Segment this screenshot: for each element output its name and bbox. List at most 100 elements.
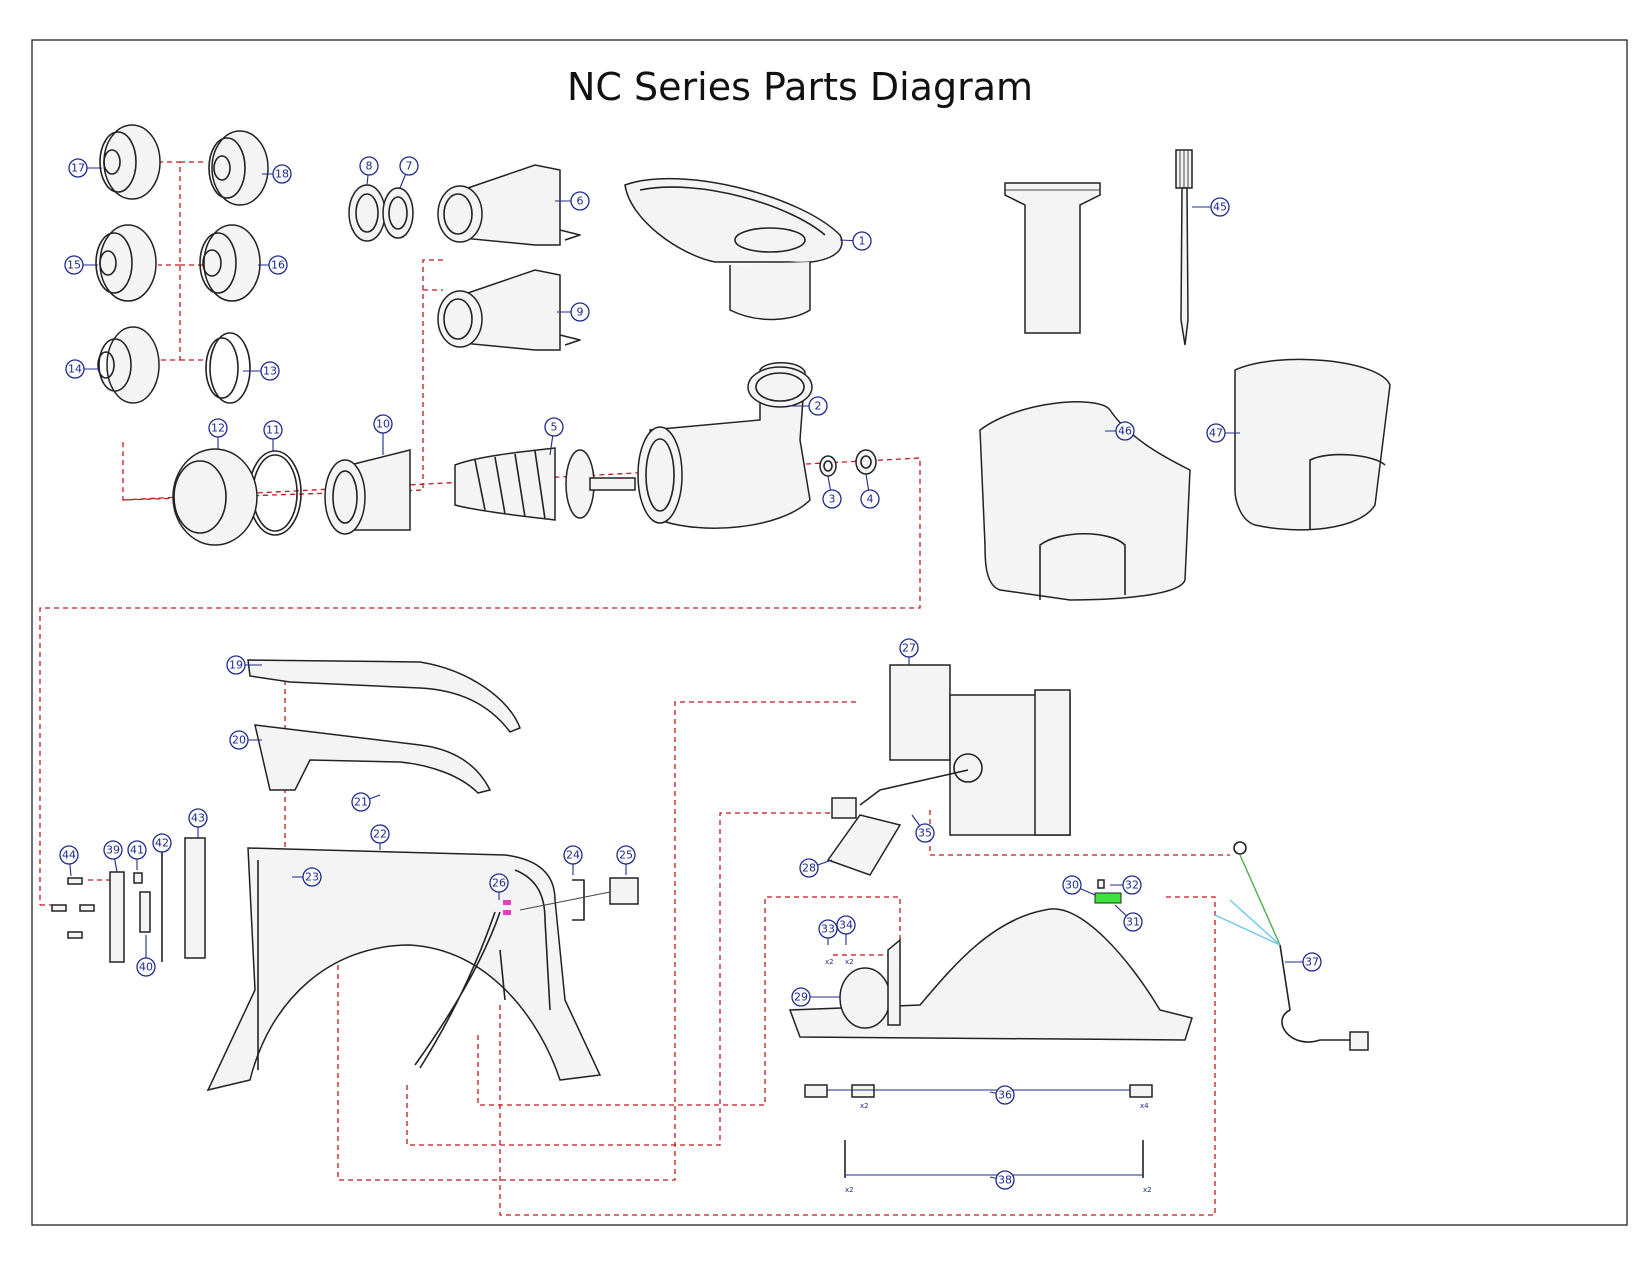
callout-circle-26	[489, 873, 509, 893]
callout-label-25: 25	[619, 849, 633, 862]
callout-3: 3	[822, 489, 842, 509]
callout-circle-12	[208, 418, 228, 438]
callout-label-17: 17	[71, 162, 85, 175]
page-title: NC Series Parts Diagram	[567, 65, 1033, 109]
callout-circle-8	[359, 156, 379, 176]
switch-parts	[519, 877, 639, 921]
qty-mark-screw-b: x2	[1143, 1186, 1152, 1194]
callout-circle-4	[860, 489, 880, 509]
callout-label-6: 6	[577, 195, 584, 208]
callout-label-26: 26	[492, 877, 506, 890]
callout-circle-33	[818, 919, 838, 939]
screen-caps	[95, 124, 269, 404]
motor	[859, 664, 1071, 836]
power-cord	[1214, 841, 1369, 1051]
callout-19: 19	[226, 655, 246, 675]
wire-harness	[414, 900, 511, 1069]
callout-label-20: 20	[232, 734, 246, 747]
cleaning-brush	[1175, 149, 1193, 346]
callout-22: 22	[370, 824, 390, 844]
callout-12: 12	[208, 418, 228, 438]
callout-circle-47	[1206, 423, 1226, 443]
callout-8: 8	[359, 156, 379, 176]
callout-circle-36	[995, 1085, 1015, 1105]
motor-base	[788, 879, 1193, 1041]
callout-label-44: 44	[62, 849, 76, 862]
callout-label-39: 39	[106, 844, 120, 857]
qty-mark-34: x2	[845, 958, 854, 966]
callout-6: 6	[570, 191, 590, 211]
callout-label-10: 10	[376, 418, 390, 431]
callout-label-19: 19	[229, 659, 243, 672]
callout-label-7: 7	[406, 160, 413, 173]
callout-circle-7	[399, 156, 419, 176]
callout-17: 17	[68, 158, 88, 178]
callout-label-12: 12	[211, 422, 225, 435]
callout-37: 37	[1302, 952, 1322, 972]
callout-circle-20	[229, 730, 249, 750]
callout-label-34: 34	[839, 919, 853, 932]
callout-circle-44	[59, 845, 79, 865]
callout-circle-34	[836, 915, 856, 935]
qty-mark-foot-b: x4	[1140, 1102, 1149, 1110]
callout-label-37: 37	[1305, 956, 1319, 969]
callout-circle-42	[152, 833, 172, 853]
callout-45: 45	[1210, 197, 1230, 217]
callout-circle-10	[373, 414, 393, 434]
callout-34: 34	[836, 915, 856, 935]
callout-label-30: 30	[1065, 879, 1079, 892]
callout-label-41: 41	[130, 844, 144, 857]
callout-circle-29	[791, 987, 811, 1007]
side-hardware	[51, 837, 206, 963]
callout-27: 27	[899, 638, 919, 658]
callout-11: 11	[263, 420, 283, 440]
callout-circle-16	[268, 255, 288, 275]
callout-47: 47	[1206, 423, 1226, 443]
callout-circle-23	[302, 867, 322, 887]
callout-4: 4	[860, 489, 880, 509]
callout-circle-6	[570, 191, 590, 211]
callout-label-33: 33	[821, 923, 835, 936]
callout-label-45: 45	[1213, 201, 1227, 214]
callout-circle-13	[260, 361, 280, 381]
callout-label-27: 27	[902, 642, 916, 655]
callout-label-18: 18	[275, 168, 289, 181]
callout-circle-19	[226, 655, 246, 675]
juice-cups	[979, 358, 1391, 601]
callout-23: 23	[302, 867, 322, 887]
callout-18: 18	[272, 164, 292, 184]
base-housing	[206, 847, 602, 1092]
callout-32: 32	[1122, 875, 1142, 895]
callout-14: 14	[65, 359, 85, 379]
callout-5: 5	[544, 417, 564, 437]
callout-circle-32	[1122, 875, 1142, 895]
callout-label-29: 29	[794, 991, 808, 1004]
callout-circle-1	[852, 231, 872, 251]
callout-label-4: 4	[867, 493, 874, 506]
callout-label-38: 38	[998, 1174, 1012, 1187]
callout-circle-31	[1123, 912, 1143, 932]
callout-label-32: 32	[1125, 879, 1139, 892]
callout-28: 28	[799, 858, 819, 878]
callout-circle-11	[263, 420, 283, 440]
callout-label-8: 8	[366, 160, 373, 173]
callout-circle-9	[570, 302, 590, 322]
callout-label-3: 3	[829, 493, 836, 506]
callout-circle-37	[1302, 952, 1322, 972]
callout-circle-5	[544, 417, 564, 437]
callout-label-24: 24	[566, 849, 580, 862]
callout-circle-17	[68, 158, 88, 178]
callout-circle-43	[188, 808, 208, 828]
pusher	[1004, 182, 1101, 334]
callout-label-9: 9	[577, 306, 584, 319]
callout-label-13: 13	[263, 365, 277, 378]
callout-41: 41	[127, 840, 147, 860]
callout-31: 31	[1123, 912, 1143, 932]
callout-38: 38	[995, 1170, 1015, 1190]
outlet-parts	[348, 164, 581, 351]
callout-label-47: 47	[1209, 427, 1223, 440]
callout-21: 21	[351, 792, 371, 812]
